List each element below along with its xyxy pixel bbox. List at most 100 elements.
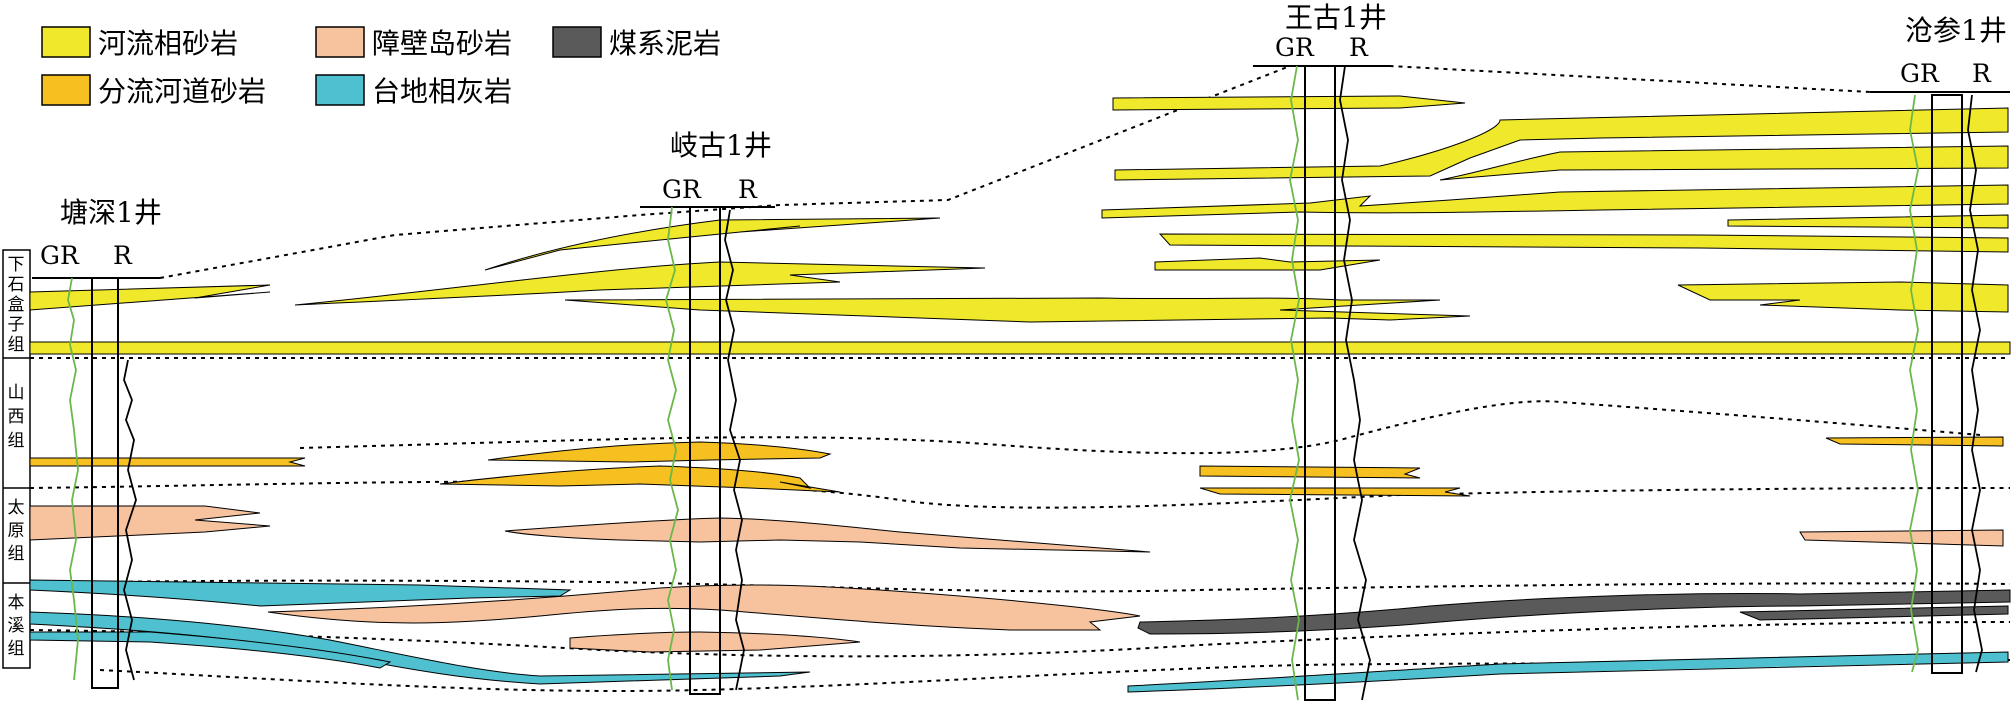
river-sandstone-bodies — [29, 95, 2011, 355]
barrier-sandstone-bodies — [29, 505, 2004, 653]
shanxi-mid-line — [299, 400, 1981, 455]
formation-box — [2, 249, 31, 669]
river-sandstone-body — [1112, 95, 1466, 111]
r-log-label: R — [113, 241, 133, 270]
barrier-sandstone-body — [1799, 529, 2004, 547]
legend-item-platform-limestone: 台地相灰岩 — [315, 74, 512, 108]
r-log-label: R — [1349, 33, 1369, 62]
gr-log-label: GR — [1900, 59, 1940, 88]
channel-sandstone-body — [439, 465, 841, 493]
correlation-lines — [29, 65, 2011, 692]
r-curve — [123, 359, 137, 681]
river-sandstone-body — [1727, 214, 2009, 229]
formation-char: 下 — [8, 255, 25, 275]
formation-char: 山 — [8, 383, 25, 403]
river-sandstone-body — [1114, 107, 2009, 181]
formation-char: 石 — [8, 275, 25, 295]
coal-mudstone-body — [1739, 605, 2009, 621]
platform-limestone-body — [29, 579, 572, 607]
legend-label-river-sandstone: 河流相砂岩 — [98, 27, 238, 60]
barrier-sandstone-body — [29, 505, 271, 541]
well-wanggu1: 王古1井 GR R — [1253, 1, 1390, 701]
legend-label-platform-limestone: 台地相灰岩 — [372, 75, 512, 108]
legend-swatch-channel-sandstone — [41, 74, 91, 106]
legend-item-channel-sandstone: 分流河道砂岩 — [41, 74, 266, 108]
river-sandstone-body — [294, 261, 986, 306]
well-name: 塘深1井 — [60, 196, 162, 229]
formation-label-xiashihezi: 下 石 盒 子 组 — [8, 255, 25, 355]
benxi-top-line — [29, 579, 2011, 593]
legend: 河流相砂岩 分流河道砂岩 障壁岛砂岩 台地相灰岩 煤系泥岩 — [41, 26, 721, 108]
river-sandstone-body — [564, 297, 1471, 323]
top-correlation-line — [159, 65, 2010, 279]
taiyuan-top-line — [29, 480, 2011, 509]
formation-label-shanxi: 山 西 组 — [8, 383, 25, 451]
legend-label-barrier-sandstone: 障壁岛砂岩 — [372, 27, 512, 60]
gr-log-label: GR — [662, 175, 702, 204]
channel-sandstone-body — [1199, 465, 1421, 479]
legend-item-barrier-sandstone: 障壁岛砂岩 — [315, 26, 512, 60]
well-cangcan1: 沧参1井 GR R — [1870, 14, 2010, 674]
formation-char: 太 — [8, 498, 25, 518]
channel-sandstone-body — [29, 457, 306, 467]
legend-swatch-coal-mudstone — [552, 26, 602, 58]
formation-char: 组 — [8, 544, 25, 564]
river-sandstone-body — [484, 217, 941, 271]
river-sandstone-body — [29, 284, 271, 311]
formation-label-benxi: 本 溪 组 — [8, 593, 25, 659]
gr-curve — [1289, 65, 1300, 701]
river-sandstone-body — [1101, 184, 2009, 219]
platform-limestone-body — [1127, 651, 2009, 693]
r-curve — [1967, 94, 1983, 673]
formation-char: 西 — [8, 407, 25, 427]
coal-mudstone-body — [1137, 589, 2011, 635]
wellbore — [91, 277, 119, 689]
legend-label-channel-sandstone: 分流河道砂岩 — [98, 75, 266, 108]
r-curve — [724, 209, 745, 691]
gr-curve — [665, 206, 679, 691]
platform-limestone-bodies — [29, 579, 2009, 693]
legend-swatch-barrier-sandstone — [315, 26, 365, 58]
r-log-label: R — [1972, 59, 1992, 88]
well-name: 王古1井 — [1285, 1, 1387, 34]
channel-sandstone-body — [487, 441, 832, 463]
r-curve — [1339, 65, 1371, 701]
river-sandstone-body — [1158, 233, 2009, 253]
legend-item-coal-mudstone: 煤系泥岩 — [552, 26, 721, 60]
formation-char: 盒 — [8, 295, 25, 315]
channel-sandstone-bodies — [29, 436, 2004, 497]
formation-label-taiyuan: 太 原 组 — [8, 498, 25, 564]
formation-char: 组 — [8, 335, 25, 355]
barrier-sandstone-body — [504, 517, 1151, 553]
benxi-mid-line — [29, 621, 2011, 658]
barrier-sandstone-body — [569, 631, 861, 653]
coal-mudstone-bodies — [1137, 589, 2011, 635]
wellbore — [1304, 65, 1336, 701]
formation-char: 子 — [8, 315, 25, 335]
formation-char: 组 — [8, 639, 25, 659]
well-qigu1: 岐古1井 GR R — [640, 129, 775, 695]
legend-swatch-platform-limestone — [315, 74, 365, 106]
legend-label-coal-mudstone: 煤系泥岩 — [609, 27, 721, 60]
formation-char: 溪 — [8, 616, 25, 636]
formation-column: 下 石 盒 子 组 山 西 组 太 原 组 本 溪 组 — [2, 249, 31, 669]
river-sandstone-body — [1439, 145, 2009, 181]
legend-swatch-river-sandstone — [41, 26, 91, 58]
wellbore — [1931, 94, 1963, 674]
platform-limestone-body — [29, 631, 392, 669]
formation-char: 原 — [8, 521, 25, 541]
channel-sandstone-body — [1825, 436, 2004, 447]
well-name: 岐古1井 — [670, 129, 772, 162]
gr-curve — [67, 277, 79, 681]
r-log-label: R — [738, 175, 758, 204]
well-name: 沧参1井 — [1905, 14, 2007, 47]
formation-char: 本 — [8, 593, 25, 613]
formation-char: 组 — [8, 431, 25, 451]
benxi-base-line — [99, 659, 2011, 692]
legend-item-river-sandstone: 河流相砂岩 — [41, 26, 238, 60]
gr-curve — [1909, 94, 1919, 673]
river-sandstone-body — [29, 341, 2011, 355]
gr-log-label: GR — [40, 241, 80, 270]
